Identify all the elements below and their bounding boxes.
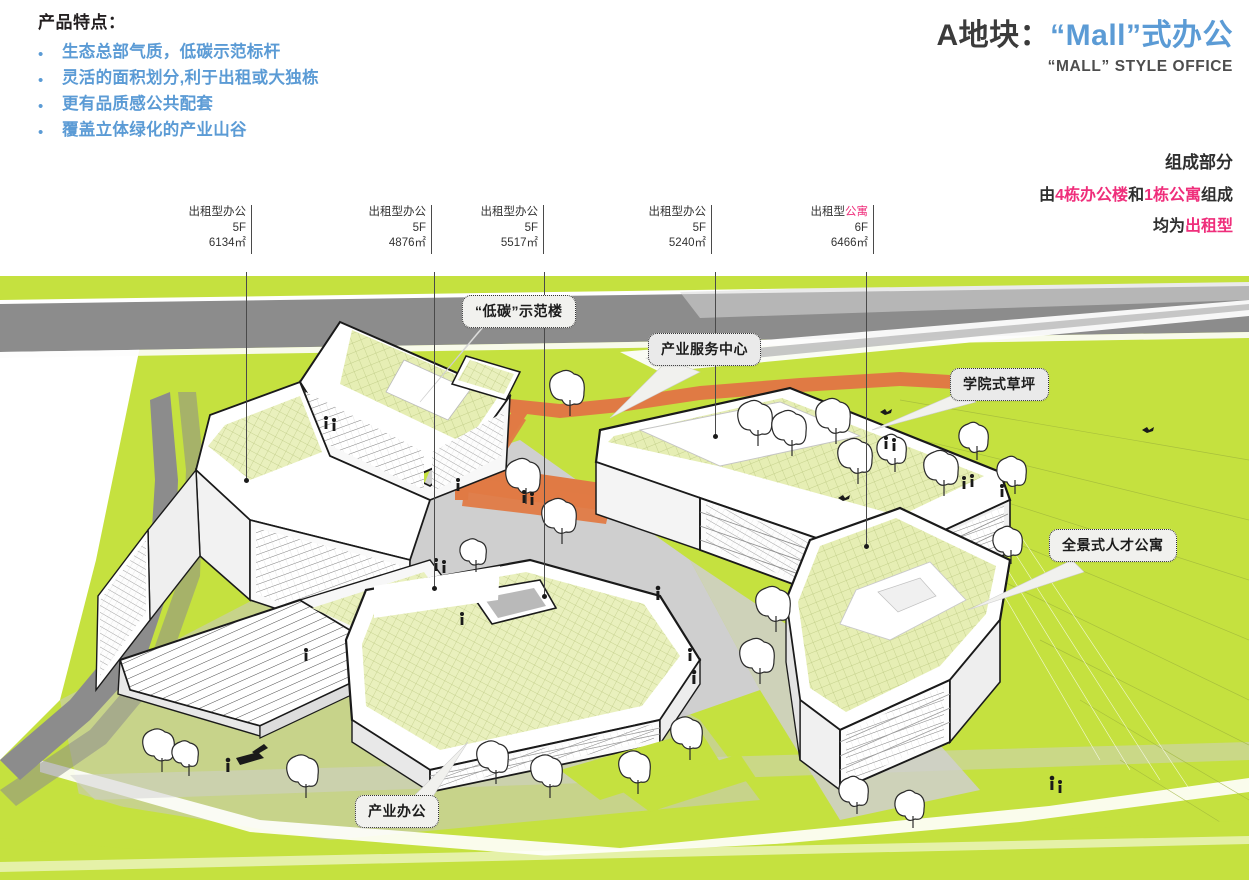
callout-industry-office[interactable]: 产业办公 [355,795,439,828]
leader-line-5 [866,272,867,546]
comp-text: 由 [1039,187,1056,204]
comp-highlight-apartment: 1栋公寓 [1144,187,1201,204]
composition-line-2: 均为出租型 [1039,212,1233,236]
callout-label: 学院式草坪 [963,376,1036,392]
leader-line-3 [544,272,545,596]
composition-block: 组成部分 由4栋办公楼和1栋公寓组成 均为出租型 [1039,148,1233,243]
leader-dot-1 [244,478,249,483]
bullet-icon: • [38,46,44,63]
callout-label: 产业服务中心 [661,341,748,357]
building-spec-2: 出租型办公 5F 4876㎡ [348,205,432,254]
callout-academic-lawn[interactable]: 学院式草坪 [950,368,1049,401]
comp-highlight-offices: 4栋办公楼 [1055,187,1129,204]
leader-dot-2 [432,586,437,591]
spec-area-unit: ㎡ [234,237,247,250]
slide-title-block: A地块：“Mall”式办公 “MALL” STYLE OFFICE [936,10,1233,76]
spec-area-value: 5517 [500,237,527,250]
leader-dot-4 [713,434,718,439]
leader-line-2 [434,272,435,588]
spec-type-plain: 出租型 [810,206,846,218]
tree-cluster [142,369,1027,828]
spec-area: 5240㎡ [628,236,706,252]
spec-floors: 5F [524,221,538,234]
feature-item: • 覆盖立体绿化的产业山谷 [38,121,518,140]
spec-area: 5517㎡ [460,236,538,252]
people-figures [225,409,1154,793]
building-spec-1: 出租型办公 5F 6134㎡ [168,205,252,254]
comp-highlight-rental: 出租型 [1184,218,1233,235]
building-spec-4: 出租型办公 5F 5240㎡ [628,205,712,254]
comp-text: 组成 [1200,187,1233,204]
spec-area-value: 4876 [388,237,415,250]
leader-line-1 [246,272,247,480]
product-features-block: 产品特点： • 生态总部气质，低碳示范标杆 • 灵活的面积划分,利于出租或大独栋… [38,8,518,147]
spec-floors: 5F [692,221,706,234]
spec-type: 出租型办公 [188,206,247,218]
feature-label: 生态总部气质，低碳示范标杆 [62,43,281,61]
composition-line-1: 由4栋办公楼和1栋公寓组成 [1039,181,1233,205]
spec-type-highlight: 公寓 [845,206,868,218]
spec-area-value: 6466 [830,237,857,250]
callout-industry-service-center[interactable]: 产业服务中心 [648,333,761,366]
building-spec-5: 出租型公寓 6F 6466㎡ [790,205,874,254]
spec-floors: 5F [232,221,246,234]
feature-label: 更有品质感公共配套 [62,95,214,113]
spec-type: 出租型办公 [480,206,539,218]
leader-dot-5 [864,544,869,549]
spec-area: 6134㎡ [168,236,246,252]
spec-area-unit: ㎡ [856,237,869,250]
spec-floors: 6F [854,221,868,234]
spec-type: 出租型办公 [368,206,427,218]
callout-low-carbon-demo-building[interactable]: “低碳”示范楼 [462,295,576,328]
composition-heading: 组成部分 [1165,153,1233,172]
spec-area: 4876㎡ [348,236,426,252]
title-prefix: A地块： [936,19,1051,52]
title-accent: “Mall”式办公 [1050,19,1233,52]
callout-panoramic-talent-apartment[interactable]: 全景式人才公寓 [1049,529,1177,562]
spec-area-value: 5240 [668,237,695,250]
comp-text: 和 [1128,187,1145,204]
feature-item: • 生态总部气质，低碳示范标杆 [38,43,518,62]
spec-area: 6466㎡ [790,236,868,252]
callout-label: 产业办公 [368,803,426,819]
callout-label: 全景式人才公寓 [1062,537,1164,553]
spec-type: 出租型办公 [648,206,707,218]
bullet-icon: • [38,72,44,89]
spec-area-unit: ㎡ [414,237,427,250]
feature-item: • 更有品质感公共配套 [38,95,518,114]
spec-area-value: 6134 [208,237,235,250]
leader-dot-3 [542,594,547,599]
callout-label: “低碳”示范楼 [475,303,563,319]
spec-area-unit: ㎡ [694,237,707,250]
spec-type: 出租型公寓 [790,205,869,221]
spec-floors: 5F [412,221,426,234]
page-subtitle: “MALL” STYLE OFFICE [1047,58,1233,75]
building-spec-3: 出租型办公 5F 5517㎡ [460,205,544,254]
bullet-icon: • [38,124,44,141]
features-title: 产品特点： [38,13,126,32]
page-title: A地块：“Mall”式办公 [936,10,1233,54]
bullet-icon: • [38,98,44,115]
comp-text: 均为 [1152,218,1185,235]
feature-label: 覆盖立体绿化的产业山谷 [62,121,247,139]
feature-item: • 灵活的面积划分,利于出租或大独栋 [38,69,518,88]
feature-label: 灵活的面积划分,利于出租或大独栋 [62,69,319,87]
spec-area-unit: ㎡ [526,237,539,250]
